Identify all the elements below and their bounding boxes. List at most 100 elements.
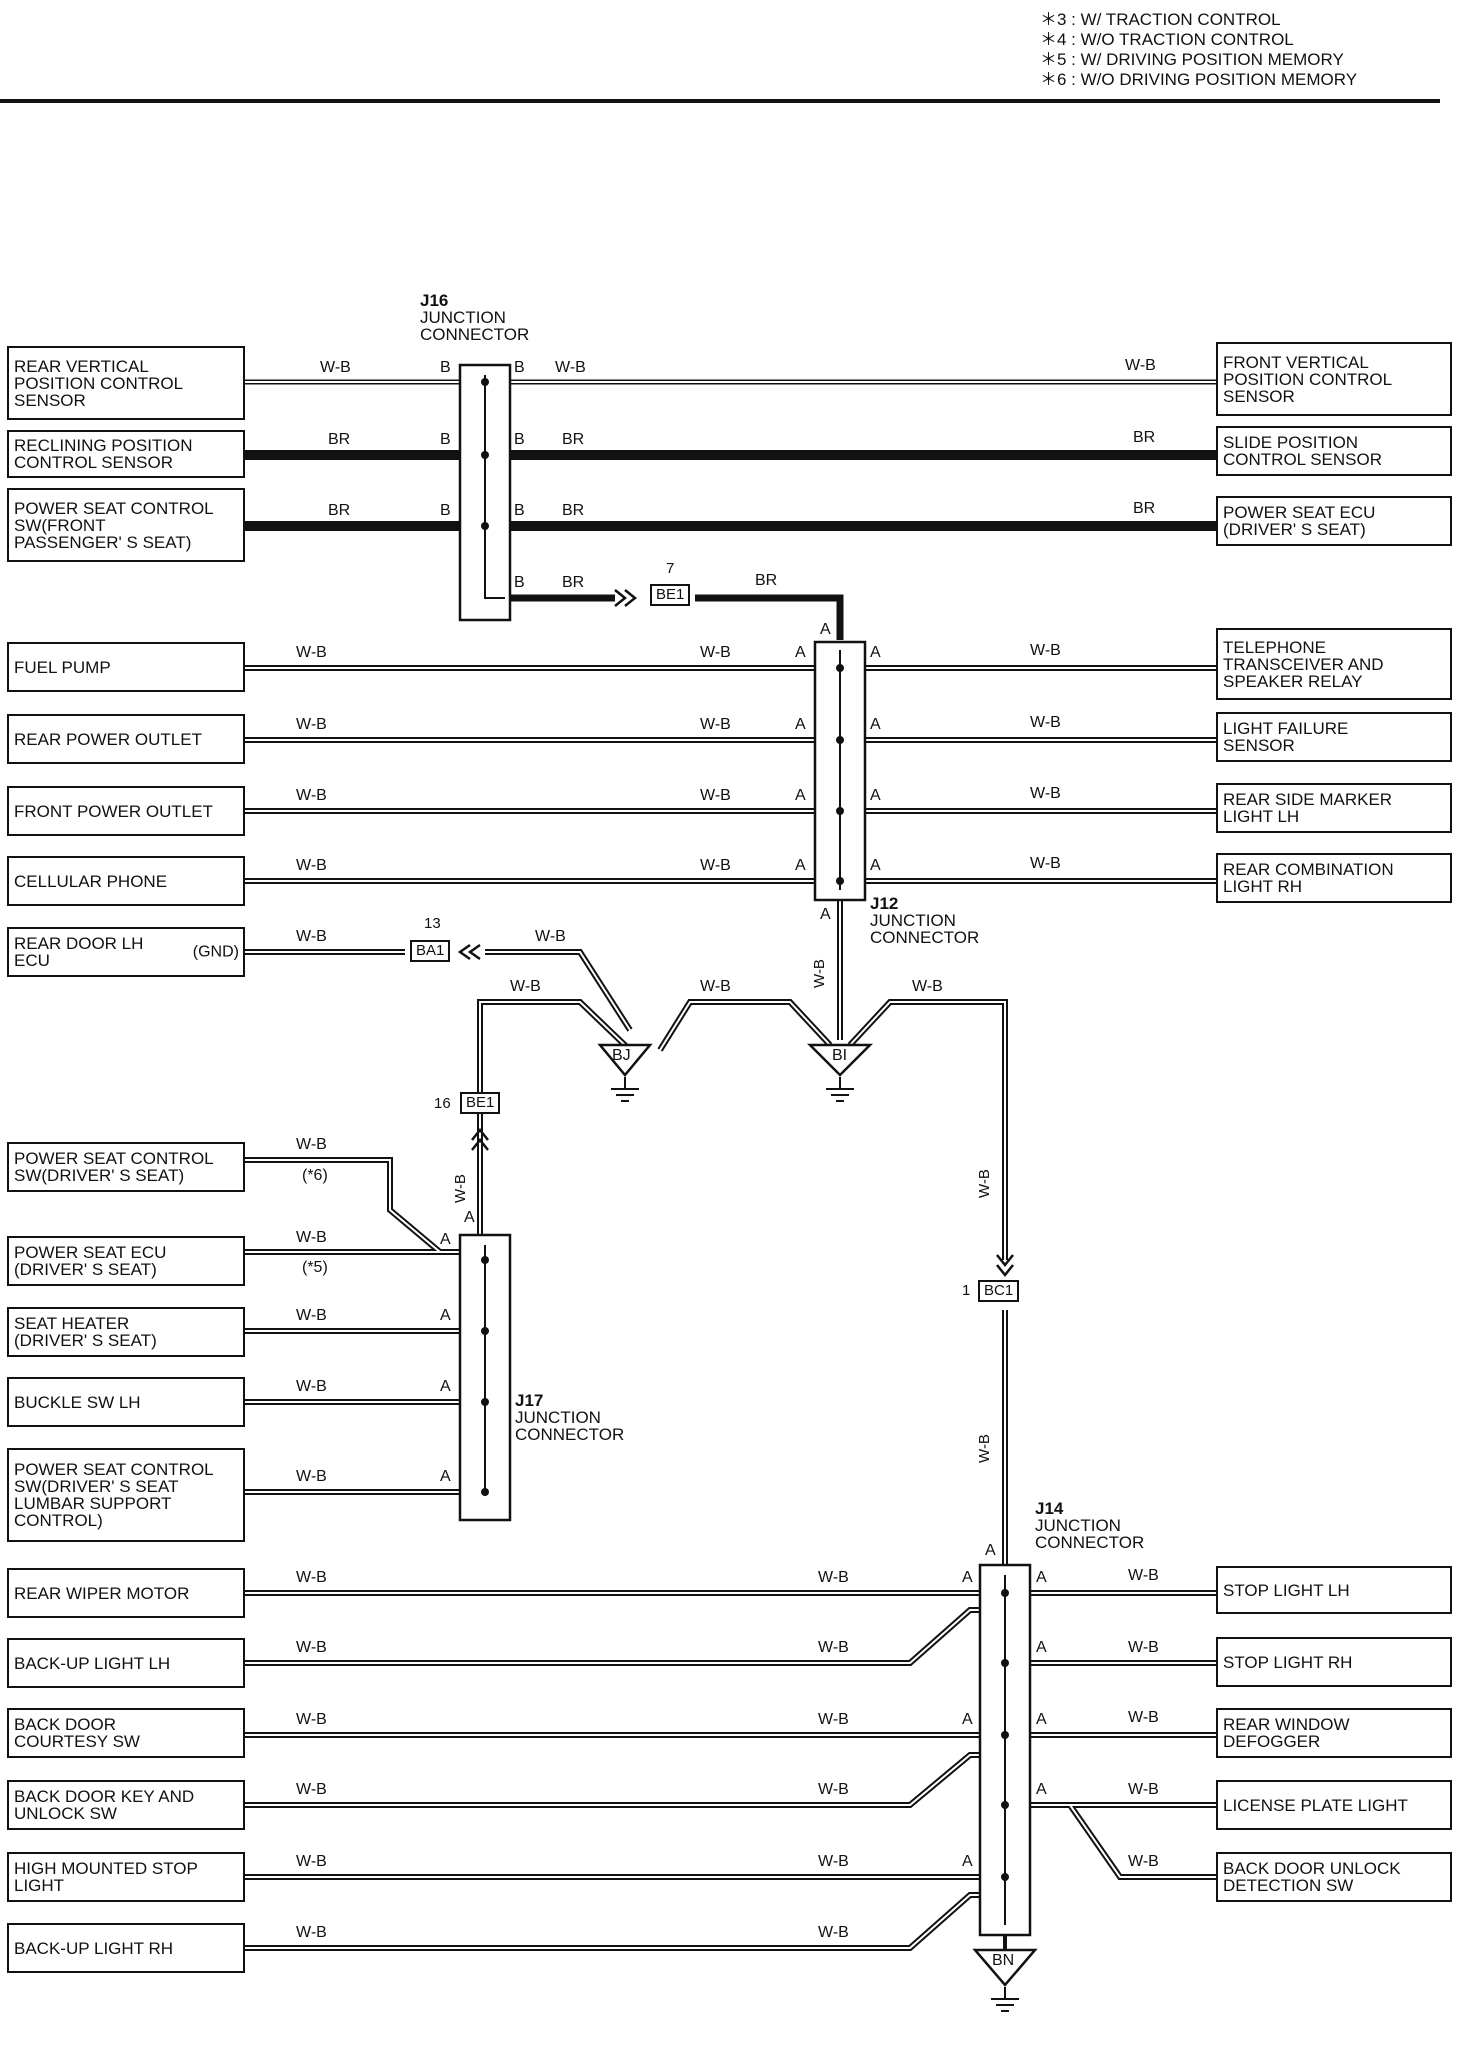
wire-label: BR [562, 431, 585, 448]
plug-be1-left: BE1 [460, 1092, 501, 1114]
wire-label: W-B [296, 857, 327, 874]
pin-label: B [514, 574, 525, 591]
component-stop-light-rh: STOP LIGHT RH [1216, 1637, 1452, 1687]
wire-label: W-B [535, 928, 566, 945]
component-fuel-pump: FUEL PUMP [7, 642, 245, 692]
component-power-seat-ecu-left: POWER SEAT ECU (DRIVER' S SEAT) [7, 1236, 245, 1286]
wire-label: W-B [296, 644, 327, 661]
gnd-label: (GND) [192, 943, 239, 961]
pin-label: A [1036, 1711, 1047, 1728]
pin-label: A [464, 1209, 475, 1226]
legend-item: ＊6 : W/O DRIVING POSITION MEMORY [1040, 70, 1358, 89]
wire-label: W-B [1030, 785, 1061, 802]
plug-bc1: BC1 [978, 1280, 1020, 1302]
component-front-power-outlet: FRONT POWER OUTLET [7, 786, 245, 836]
component-backup-light-rh: BACK-UP LIGHT RH [7, 1923, 245, 1973]
wire-label: W-B [320, 359, 351, 376]
pin-label: A [870, 857, 881, 874]
component-rear-vertical-sensor: REAR VERTICAL POSITION CONTROL SENSOR [7, 346, 245, 420]
wire-label: W-B [818, 1853, 849, 1870]
pin-label: A [795, 716, 806, 733]
wire-label: W-B [296, 1229, 327, 1246]
wire-label: W-B [810, 959, 828, 988]
component-rear-window-defogger: REAR WINDOW DEFOGGER [1216, 1708, 1452, 1758]
component-telephone-relay: TELEPHONE TRANSCEIVER AND SPEAKER RELAY [1216, 628, 1452, 700]
ground-label-bi: BI [832, 1047, 848, 1064]
component-rear-door-lh-ecu: REAR DOOR LH ECU(GND) [7, 927, 245, 977]
component-back-door-courtesy: BACK DOOR COURTESY SW [7, 1708, 245, 1758]
component-backup-light-lh: BACK-UP LIGHT LH [7, 1638, 245, 1688]
pin-label: B [514, 431, 525, 448]
component-lumbar-control: POWER SEAT CONTROL SW(DRIVER' S SEAT LUM… [7, 1448, 245, 1542]
wire-label: W-B [296, 1136, 327, 1153]
pin-label: A [1036, 1639, 1047, 1656]
pin-label: B [440, 431, 451, 448]
pin-number: 16 [434, 1095, 451, 1112]
j16-bus [484, 375, 505, 599]
wire-label: W-B [1128, 1639, 1159, 1656]
legend-item: ＊5 : W/ DRIVING POSITION MEMORY [1040, 50, 1344, 69]
wire-label: BR [1133, 429, 1156, 446]
component-seat-heater: SEAT HEATER (DRIVER' S SEAT) [7, 1307, 245, 1357]
component-light-failure-sensor: LIGHT FAILURE SENSOR [1216, 712, 1452, 762]
ground-symbol [990, 1986, 1020, 2012]
wire-label: W-B [296, 1639, 327, 1656]
component-back-door-unlock-sw: BACK DOOR UNLOCK DETECTION SW [1216, 1852, 1452, 1902]
pin-label: A [870, 716, 881, 733]
legend-item: ＊3 : W/ TRACTION CONTROL [1040, 10, 1281, 29]
component-rear-side-marker: REAR SIDE MARKER LIGHT LH [1216, 783, 1452, 833]
wire-label: W-B [296, 1307, 327, 1324]
plug-ba1: BA1 [410, 940, 451, 962]
wire-label: W-B [1128, 1709, 1159, 1726]
wire-label: W-B [296, 1853, 327, 1870]
component-power-seat-ecu-right: POWER SEAT ECU (DRIVER' S SEAT) [1216, 496, 1452, 546]
pin-label: A [985, 1542, 996, 1559]
component-rear-power-outlet: REAR POWER OUTLET [7, 714, 245, 764]
pin-label: B [514, 359, 525, 376]
note-label: (*5) [302, 1259, 328, 1276]
wire-label: BR [755, 572, 778, 589]
wire-label: W-B [510, 978, 541, 995]
pin-label: A [1036, 1781, 1047, 1798]
pin-label: A [820, 906, 831, 923]
wire-label: W-B [700, 787, 731, 804]
wire-label: W-B [1128, 1853, 1159, 1870]
pin-label: B [440, 359, 451, 376]
ground-label-bn: BN [992, 1952, 1015, 1969]
pin-label: A [820, 621, 831, 638]
wire-label: BR [328, 431, 351, 448]
component-rear-wiper-motor: REAR WIPER MOTOR [7, 1568, 245, 1618]
wire-label: W-B [975, 1169, 993, 1198]
legend: ＊3 : W/ TRACTION CONTROL ＊4 : W/O TRACTI… [1040, 10, 1357, 90]
wire-label: W-B [296, 1924, 327, 1941]
pin-label: B [514, 502, 525, 519]
component-reclining-sensor: RECLINING POSITION CONTROL SENSOR [7, 430, 245, 478]
component-power-seat-sw-driver: POWER SEAT CONTROL SW(DRIVER' S SEAT) [7, 1142, 245, 1192]
pin-label: A [870, 787, 881, 804]
component-rear-combination: REAR COMBINATION LIGHT RH [1216, 853, 1452, 903]
wire-label: W-B [1125, 357, 1156, 374]
component-slide-sensor: SLIDE POSITION CONTROL SENSOR [1216, 426, 1452, 476]
pin-label: A [795, 644, 806, 661]
wire-label: W-B [296, 1378, 327, 1395]
wire-label: BR [562, 502, 585, 519]
wire-label: W-B [818, 1711, 849, 1728]
pin-label: A [440, 1307, 451, 1324]
component-buckle-sw: BUCKLE SW LH [7, 1377, 245, 1427]
wire-label: W-B [1128, 1567, 1159, 1584]
pin-label: A [440, 1378, 451, 1395]
pin-label: B [440, 502, 451, 519]
ground-label-bj: BJ [612, 1047, 631, 1064]
pin-label: A [870, 644, 881, 661]
wire-label: W-B [818, 1569, 849, 1586]
wire-label: W-B [700, 857, 731, 874]
wire-label: W-B [296, 1468, 327, 1485]
wire-label: W-B [912, 978, 943, 995]
pin-label: A [440, 1231, 451, 1248]
component-stop-light-lh: STOP LIGHT LH [1216, 1566, 1452, 1614]
component-license-plate-light: LICENSE PLATE LIGHT [1216, 1780, 1452, 1830]
component-power-seat-sw-passenger: POWER SEAT CONTROL SW(FRONT PASSENGER' S… [7, 488, 245, 562]
pin-label: A [1036, 1569, 1047, 1586]
